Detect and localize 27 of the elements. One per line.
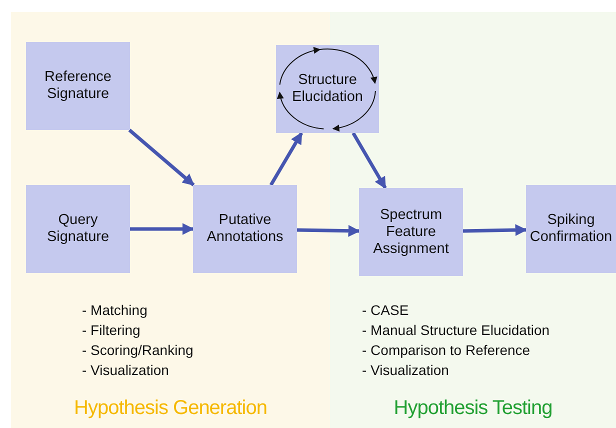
box-label: Query Signature <box>46 212 110 246</box>
process-box <box>26 185 130 273</box>
arrow <box>352 132 387 190</box>
process-box <box>526 185 616 273</box>
box-label: Spectrum Feature Assignment <box>372 206 450 258</box>
arrow <box>130 223 194 235</box>
list-item: - CASE <box>362 302 409 318</box>
process-box <box>26 42 130 130</box>
region-heading: Hypothesis Generation <box>73 397 268 420</box>
list-item: - Comparison to Reference <box>362 342 530 358</box>
arrow <box>269 132 304 186</box>
list-item: - Visualization <box>82 362 169 378</box>
box-label: Structure Elucidation <box>291 72 364 106</box>
list-item: - Scoring/Ranking <box>82 342 194 358</box>
arrow <box>462 224 528 236</box>
list-item: - Visualization <box>362 362 449 378</box>
box-label: Spiking Confirmation <box>528 212 614 246</box>
process-box <box>193 185 297 273</box>
box-label: Reference Signature <box>44 69 112 103</box>
list-item: - Manual Structure Elucidation <box>362 322 550 338</box>
process-box <box>359 188 463 276</box>
region-heading: Hypothesis Testing <box>392 397 554 420</box>
arrow <box>296 224 360 237</box>
box-label: Putative Annotations <box>206 212 284 246</box>
list-item: - Matching <box>82 302 148 318</box>
list-item: - Filtering <box>82 322 140 338</box>
arrow <box>128 128 195 186</box>
